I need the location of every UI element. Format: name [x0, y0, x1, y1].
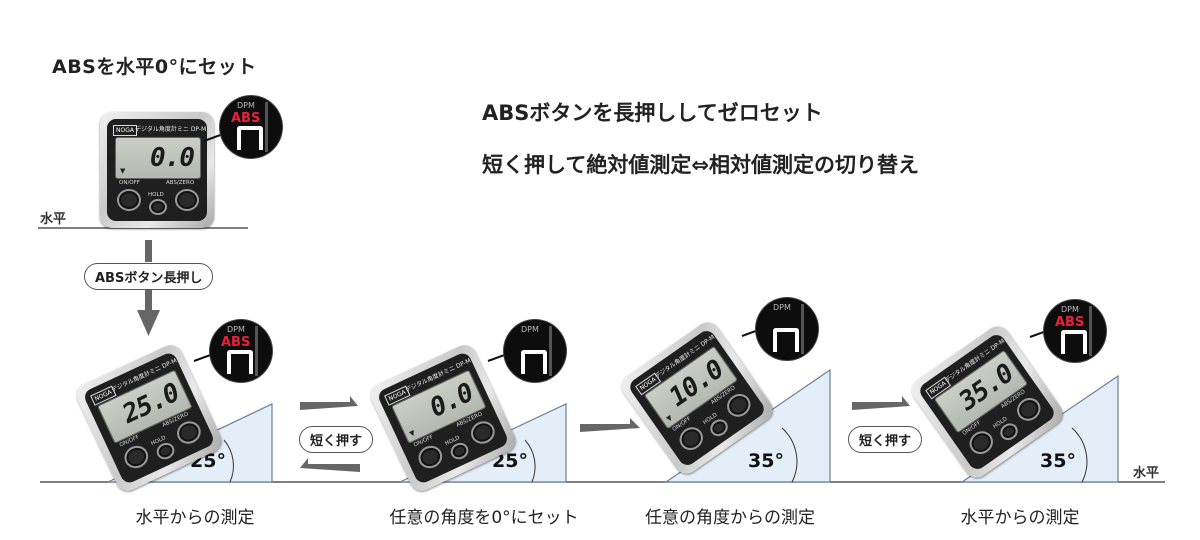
- hold-button[interactable]: [149, 199, 167, 215]
- onoff-label: ON/OFF: [119, 180, 140, 186]
- caption-3: 任意の角度からの測定: [645, 508, 815, 528]
- right-arrow-1: [300, 396, 358, 410]
- hold-label: HOLD: [148, 192, 164, 198]
- angle-gauge-device: NOGA デジタル角度計ミニ DP-M 0.0 ▼ ON/OFF ABS/ZER…: [100, 112, 214, 228]
- horizontal-label-bottom: 水平: [1133, 466, 1160, 481]
- caption-1: 水平からの測定: [135, 508, 255, 528]
- abs-callout-label: ABS: [1055, 315, 1085, 330]
- button-key-icon: [237, 126, 263, 150]
- triangle-icon: ▼: [120, 167, 126, 175]
- triangle-icon: ▼: [664, 413, 674, 424]
- down-arrow-top: [145, 240, 152, 262]
- button-key-icon: [521, 350, 547, 374]
- abs-callout: DPM ABS: [220, 96, 282, 158]
- dpm-label: DPM: [227, 325, 245, 334]
- short-press-label-1: 短く押す: [299, 426, 374, 453]
- horizontal-label-top: 水平: [40, 212, 67, 227]
- button-key-icon: [773, 328, 799, 352]
- long-press-label: ABSボタン長押し: [84, 263, 214, 290]
- caption-2: 任意の角度を0°にセット: [389, 508, 579, 528]
- angle-label-4: 35°: [1040, 450, 1076, 472]
- abs-callout: DPM ABS: [1044, 300, 1106, 362]
- callout-bar: [1089, 306, 1092, 356]
- angle-label-3: 35°: [748, 450, 784, 472]
- abs-callout: DPM ABS: [210, 320, 272, 382]
- triangle-icon: ▼: [408, 428, 417, 439]
- callout-bar: [549, 326, 552, 376]
- callout-bar: [265, 102, 268, 152]
- down-arrow-shaft: [145, 286, 152, 312]
- angle-arc-4: [1071, 427, 1088, 483]
- dpm-label: DPM: [1061, 305, 1079, 314]
- angle-arc-2: [524, 439, 536, 483]
- down-arrow-head: [137, 310, 160, 336]
- dpm-callout: DPM: [756, 298, 818, 360]
- right-arrow-3: [852, 396, 910, 410]
- abs-zero-label: ABS/ZERO: [166, 180, 195, 186]
- left-arrow-1: [300, 458, 360, 472]
- lcd-display: 0.0 ▼: [115, 137, 201, 179]
- callout-bar: [255, 326, 258, 376]
- angle-arc-1: [223, 439, 234, 483]
- button-key-icon: [1061, 330, 1087, 354]
- abs-callout-label: ABS: [231, 111, 261, 126]
- dpm-label: DPM: [773, 303, 791, 312]
- caption-4: 水平からの測定: [960, 508, 1080, 528]
- section-title: ABSを水平0°にセット: [52, 56, 257, 78]
- abs-callout-label: ABS: [221, 335, 251, 350]
- short-press-label-2: 短く押す: [848, 426, 923, 453]
- dpm-label: DPM: [521, 325, 539, 334]
- angle-arc-3: [781, 427, 798, 483]
- onoff-button[interactable]: [117, 189, 141, 211]
- abs-button[interactable]: [175, 189, 199, 211]
- angle-reading: 0.0: [150, 143, 195, 173]
- angle-label-2: 25°: [492, 450, 528, 472]
- callout-bar: [801, 304, 804, 354]
- dpm-label: DPM: [237, 101, 255, 110]
- right-arrow-2: [580, 418, 640, 432]
- device-face: NOGA デジタル角度計ミニ DP-M 0.0 ▼ ON/OFF ABS/ZER…: [107, 119, 207, 221]
- instruction-short-press: 短く押して絶対値測定⇔相対値測定の切り替え: [482, 153, 919, 177]
- dpm-callout: DPM: [504, 320, 566, 382]
- button-key-icon: [227, 350, 253, 374]
- product-label: デジタル角度計ミニ DP-M: [135, 126, 207, 133]
- brand-label: NOGA: [113, 125, 137, 136]
- instruction-long-press: ABSボタンを長押ししてゼロセット: [482, 101, 823, 125]
